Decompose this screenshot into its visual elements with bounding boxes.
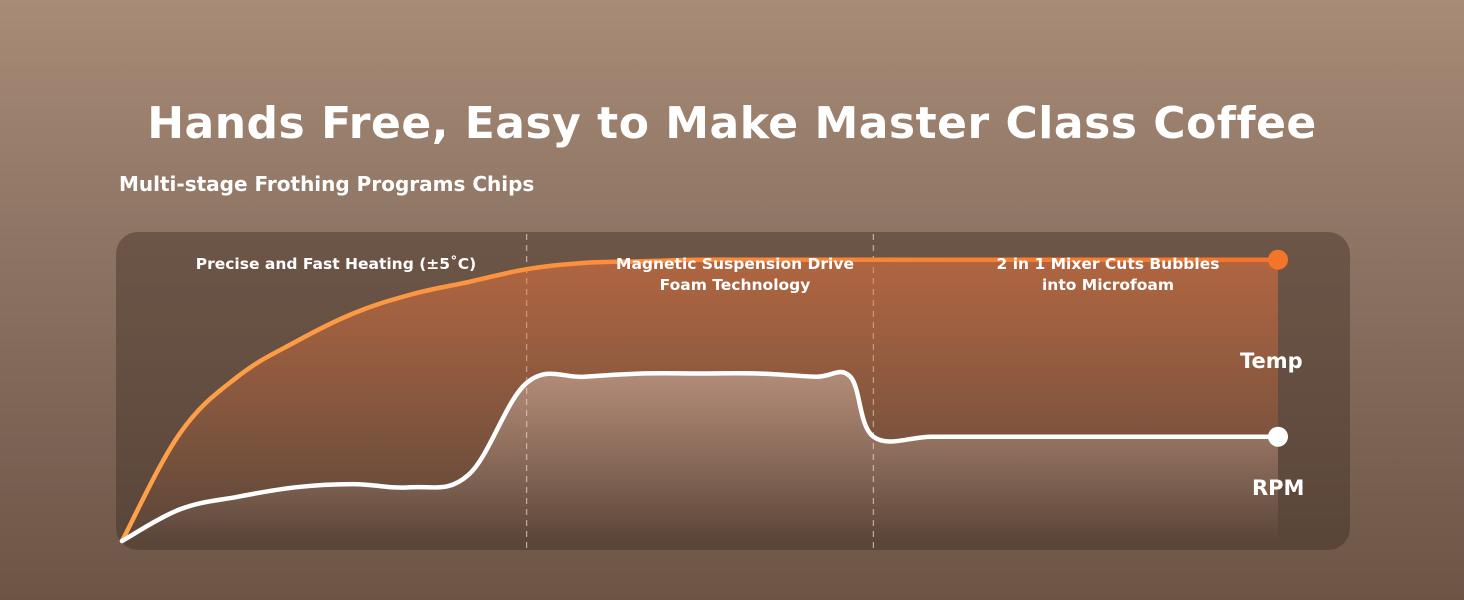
- page-subtitle: Multi-stage Frothing Programs Chips: [119, 172, 535, 196]
- temp-end-point: [1268, 249, 1288, 270]
- rpm-line: [119, 369, 1281, 544]
- stage-label-mixer: 2 in 1 Mixer Cuts Bubbles into Microfoam: [996, 255, 1220, 294]
- legend-temp: Temp: [1240, 349, 1303, 373]
- stage-label-heating: Precise and Fast Heating (±5˚C): [195, 255, 477, 273]
- page-title: Hands Free, Easy to Make Master Class Co…: [147, 98, 1317, 149]
- temp-line: [119, 257, 1281, 544]
- legend-rpm: RPM: [1252, 476, 1305, 500]
- rpm-end-point: [1268, 426, 1288, 447]
- rpm-area: [122, 372, 1278, 541]
- stage-label-magnetic-drive: Magnetic Suspension Drive Foam Technolog…: [616, 255, 854, 294]
